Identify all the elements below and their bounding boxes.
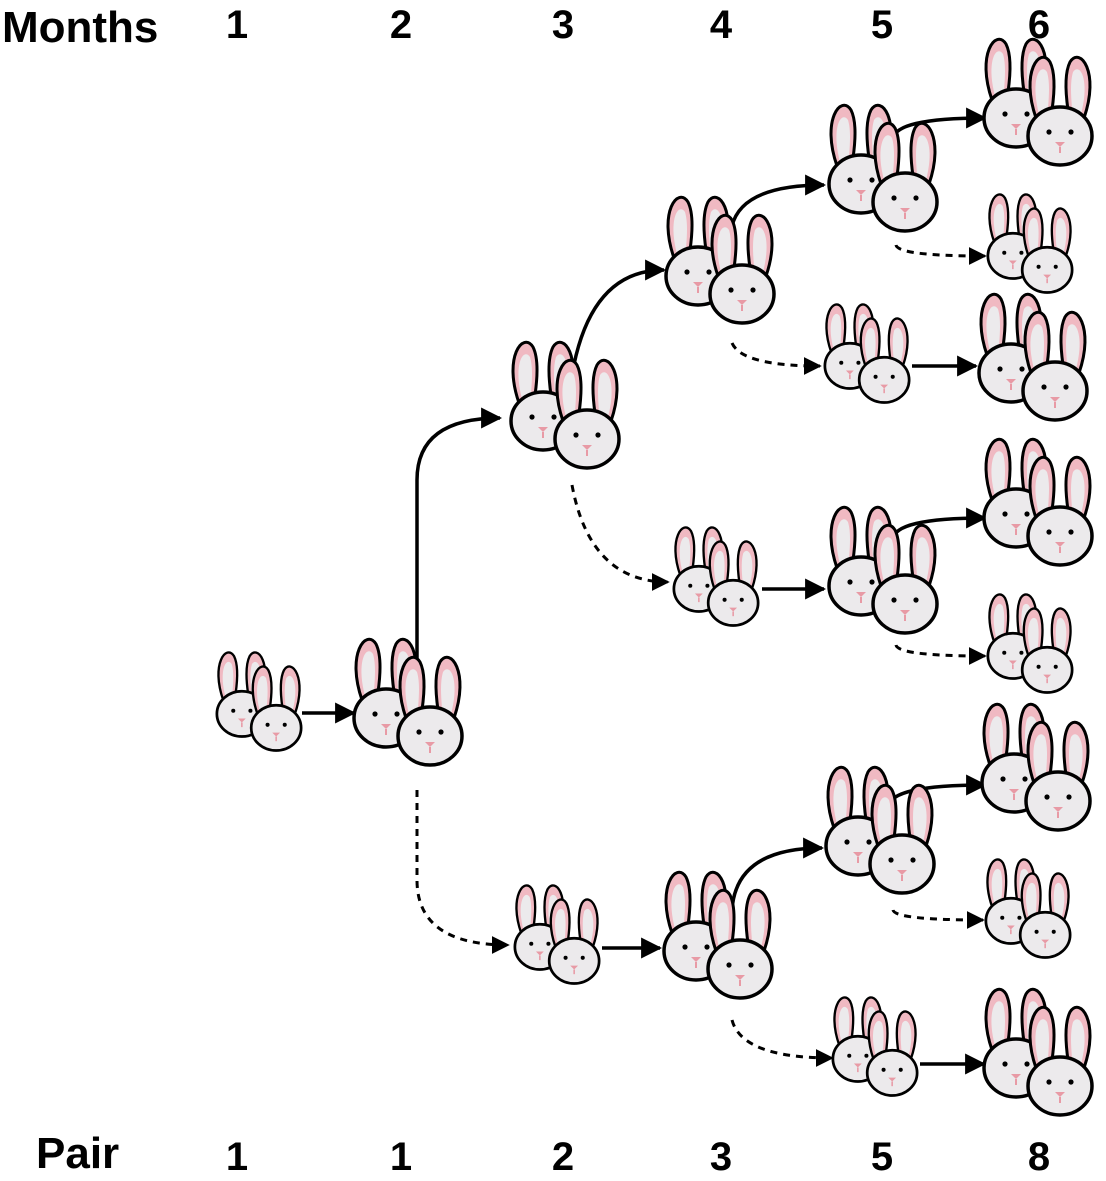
months-label: Months <box>2 3 158 52</box>
rabbit-pair-young-icon <box>515 885 599 983</box>
pair-count: 1 <box>390 1135 412 1179</box>
month-number: 5 <box>871 3 893 47</box>
arrow-dashed <box>730 342 822 375</box>
arrow-solid <box>415 407 503 665</box>
rabbit-pair-adult-icon <box>982 704 1090 830</box>
rabbit-pair-adult-icon <box>511 342 619 468</box>
pair-count: 1 <box>226 1135 248 1179</box>
month-number: 1 <box>226 3 248 47</box>
month-number: 4 <box>710 3 733 47</box>
rabbit-pair-young-icon <box>825 304 909 402</box>
arrow-dashed <box>894 244 987 265</box>
month-number: 2 <box>390 3 412 47</box>
pair-count: 2 <box>552 1135 574 1179</box>
rabbit-pair-adult-icon <box>829 105 937 231</box>
arrow-dashed <box>891 909 985 929</box>
rabbit-pairs <box>217 39 1092 1115</box>
rabbit-pair-adult-icon <box>666 197 774 323</box>
rabbit-pair-adult-icon <box>979 294 1087 420</box>
arrow-solid <box>730 174 827 227</box>
rabbit-pair-young-icon <box>217 652 301 750</box>
arrow-dashed <box>894 644 987 665</box>
pair-count: 3 <box>710 1135 732 1179</box>
rabbit-pair-adult-icon <box>354 639 462 765</box>
arrow-dashed <box>730 1019 834 1067</box>
arrow-dashed <box>570 484 670 591</box>
rabbit-pair-young-icon <box>833 997 917 1095</box>
rabbit-pair-adult-icon <box>984 989 1092 1115</box>
arrow-solid <box>887 774 988 808</box>
rabbit-pair-young-icon <box>674 527 758 625</box>
rabbit-pair-young-icon <box>988 194 1072 292</box>
month-number: 6 <box>1028 3 1050 47</box>
arrow-solid <box>891 107 988 141</box>
rabbit-pair-adult-icon <box>984 439 1092 565</box>
arrow-solid <box>891 507 988 541</box>
arrow-dashed <box>415 790 510 954</box>
rabbit-pair-adult-icon <box>829 507 937 633</box>
pair-count: 5 <box>871 1135 893 1179</box>
rabbit-pair-adult-icon <box>984 39 1092 165</box>
pair-label: Pair <box>36 1129 119 1178</box>
rabbit-pair-adult-icon <box>664 872 772 998</box>
arrow-solid <box>570 259 667 376</box>
pair-count: 8 <box>1028 1135 1050 1179</box>
rabbit-pair-adult-icon <box>826 767 934 893</box>
arrow-solid <box>730 837 825 911</box>
rabbit-pair-young-icon <box>986 859 1070 957</box>
month-number: 3 <box>552 3 574 47</box>
rabbit-pair-young-icon <box>988 594 1072 692</box>
